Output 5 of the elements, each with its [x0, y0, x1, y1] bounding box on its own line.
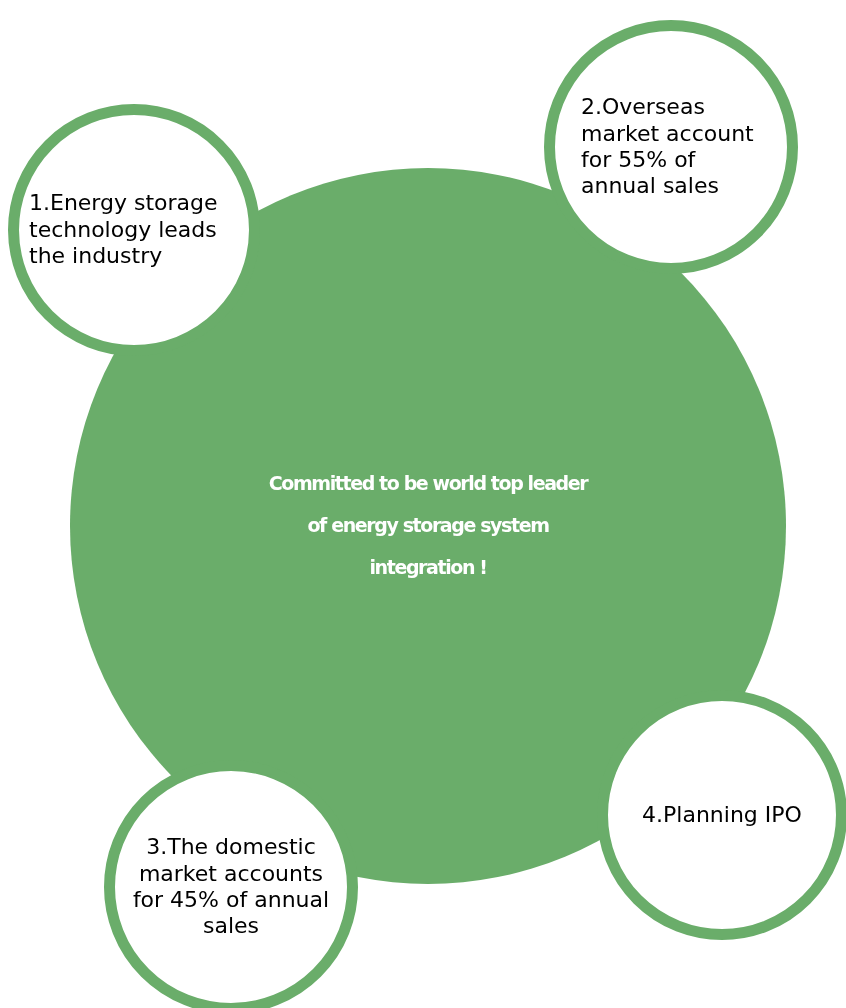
circle-text: 1.Energy storage technology leads the industry	[29, 190, 219, 270]
circle-text: 4.Planning IPO	[642, 801, 802, 829]
slogan-text: Committed to be world top leader of energy storage system integration !	[267, 471, 589, 580]
circle-text: 2.Overseas market account for 55% of annual sales	[581, 94, 755, 200]
circle-text: 3.The domestic market accounts for 45% of annual sales	[131, 834, 331, 940]
